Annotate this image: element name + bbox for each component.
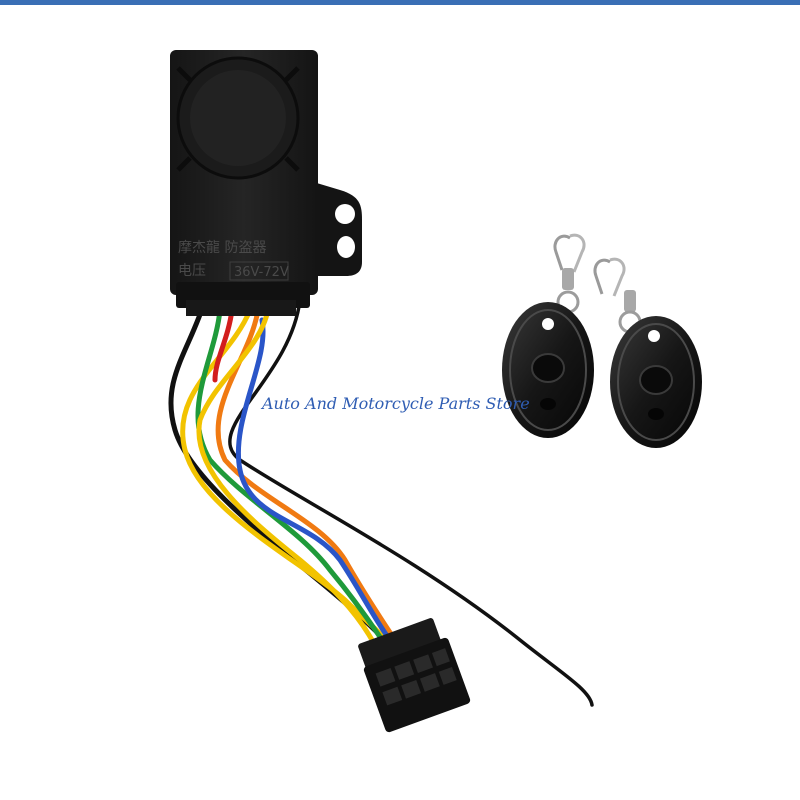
alarm-siren-unit-icon: 摩杰龍 防盗器 电压 36V-72V <box>170 50 362 316</box>
wire-bundle <box>168 297 594 707</box>
wire-orange <box>215 307 398 643</box>
wire-blue <box>236 317 393 643</box>
wire-yellow-2 <box>196 307 375 643</box>
remote-fob-right-icon <box>593 257 702 448</box>
housing-label-voltage: 36V-72V <box>234 265 289 280</box>
wire-black <box>168 297 388 643</box>
remote-fob-left-icon <box>502 233 594 438</box>
top-accent-bar <box>0 0 800 5</box>
wire-yellow <box>180 307 388 643</box>
wire-red <box>212 307 235 383</box>
store-watermark: Auto And Motorcycle Parts Store <box>262 394 530 413</box>
connector-plug-icon <box>358 618 471 733</box>
housing-label-line1: 摩杰龍 防盗器 <box>178 239 266 256</box>
wire-black-long <box>228 298 594 707</box>
wire-green <box>195 307 385 643</box>
housing-label-line2-prefix: 电压 <box>178 263 206 279</box>
